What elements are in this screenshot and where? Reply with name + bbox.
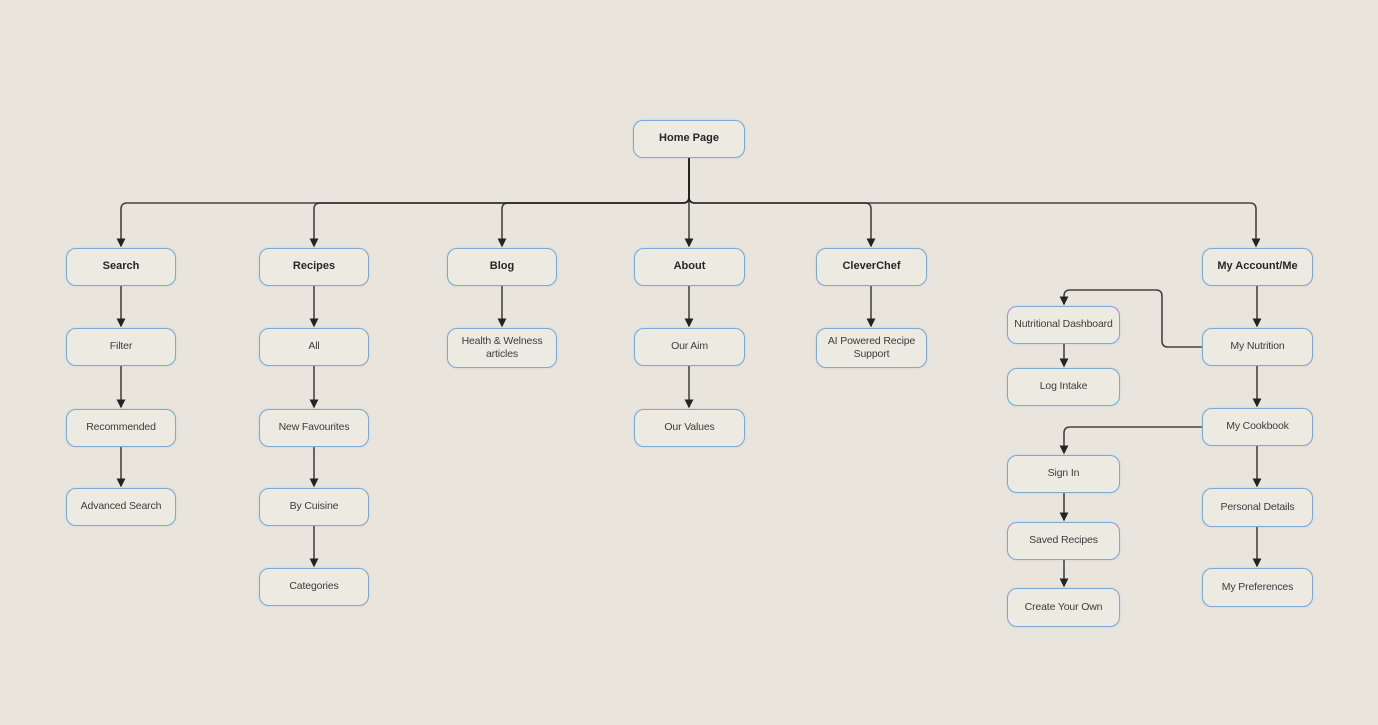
node-label: CleverChef xyxy=(842,260,901,273)
node-label: Filter xyxy=(109,340,133,353)
connector-home-myaccount[interactable] xyxy=(688,158,1261,248)
node-createyourown[interactable]: Create Your Own xyxy=(1007,588,1120,627)
connector-mynutrition-nutritionaldashboard[interactable] xyxy=(1059,289,1202,348)
node-ourvalues[interactable]: Our Values xyxy=(634,409,745,447)
node-bycuisine[interactable]: By Cuisine xyxy=(259,488,369,526)
node-label: Nutritional Dashboard xyxy=(1014,318,1113,331)
node-label: Create Your Own xyxy=(1024,600,1103,613)
node-home[interactable]: Home Page xyxy=(633,120,745,158)
node-label: Log Intake xyxy=(1039,380,1088,393)
connector-home-cleverchef[interactable] xyxy=(688,158,876,248)
node-label: My Nutrition xyxy=(1230,340,1285,353)
node-label: Our Aim xyxy=(671,340,708,353)
node-newfavourites[interactable]: New Favourites xyxy=(259,409,369,447)
connector-home-blog[interactable] xyxy=(497,158,690,248)
node-aisupport[interactable]: AI Powered Recipe Support xyxy=(816,328,927,368)
node-nutritionaldashboard[interactable]: Nutritional Dashboard xyxy=(1007,306,1120,344)
node-label: Home Page xyxy=(659,132,719,145)
node-mypreferences[interactable]: My Preferences xyxy=(1202,568,1313,607)
node-mycookbook[interactable]: My Cookbook xyxy=(1202,408,1313,446)
node-label: New Favourites xyxy=(278,421,350,434)
node-label: My Preferences xyxy=(1221,580,1294,593)
node-ouraim[interactable]: Our Aim xyxy=(634,328,745,366)
node-label: By Cuisine xyxy=(289,500,339,513)
connector-mycookbook-signin[interactable] xyxy=(1059,426,1202,455)
node-label: My Account/Me xyxy=(1217,260,1298,273)
node-label: Categories xyxy=(289,580,339,593)
node-label: Search xyxy=(102,260,140,273)
node-label: All xyxy=(308,340,320,353)
node-label: My Cookbook xyxy=(1226,420,1289,433)
node-recommended[interactable]: Recommended xyxy=(66,409,176,447)
node-label: Advanced Search xyxy=(80,500,162,513)
connector-home-search[interactable] xyxy=(116,158,690,248)
node-label: Recipes xyxy=(292,260,336,273)
node-mynutrition[interactable]: My Nutrition xyxy=(1202,328,1313,366)
node-search[interactable]: Search xyxy=(66,248,176,286)
node-label: Health & Welness articles xyxy=(461,334,543,360)
node-label: Our Values xyxy=(664,421,715,434)
node-cleverchef[interactable]: CleverChef xyxy=(816,248,927,286)
node-personaldetails[interactable]: Personal Details xyxy=(1202,488,1313,527)
node-label: Blog xyxy=(489,260,515,273)
node-blog[interactable]: Blog xyxy=(447,248,557,286)
node-categories[interactable]: Categories xyxy=(259,568,369,606)
node-advancedsearch[interactable]: Advanced Search xyxy=(66,488,176,526)
node-label: Saved Recipes xyxy=(1029,534,1098,547)
node-label: About xyxy=(673,260,706,273)
node-label: Sign In xyxy=(1047,467,1080,480)
node-myaccount[interactable]: My Account/Me xyxy=(1202,248,1313,286)
node-filter[interactable]: Filter xyxy=(66,328,176,366)
node-label: Personal Details xyxy=(1220,500,1295,513)
node-logintake[interactable]: Log Intake xyxy=(1007,368,1120,406)
node-about[interactable]: About xyxy=(634,248,745,286)
node-all[interactable]: All xyxy=(259,328,369,366)
connectors-group xyxy=(116,158,1262,588)
node-label: Recommended xyxy=(86,421,156,434)
node-recipes[interactable]: Recipes xyxy=(259,248,369,286)
node-articles[interactable]: Health & Welness articles xyxy=(447,328,557,368)
node-signin[interactable]: Sign In xyxy=(1007,455,1120,493)
node-savedrecipes[interactable]: Saved Recipes xyxy=(1007,522,1120,560)
node-label: AI Powered Recipe Support xyxy=(827,334,916,360)
